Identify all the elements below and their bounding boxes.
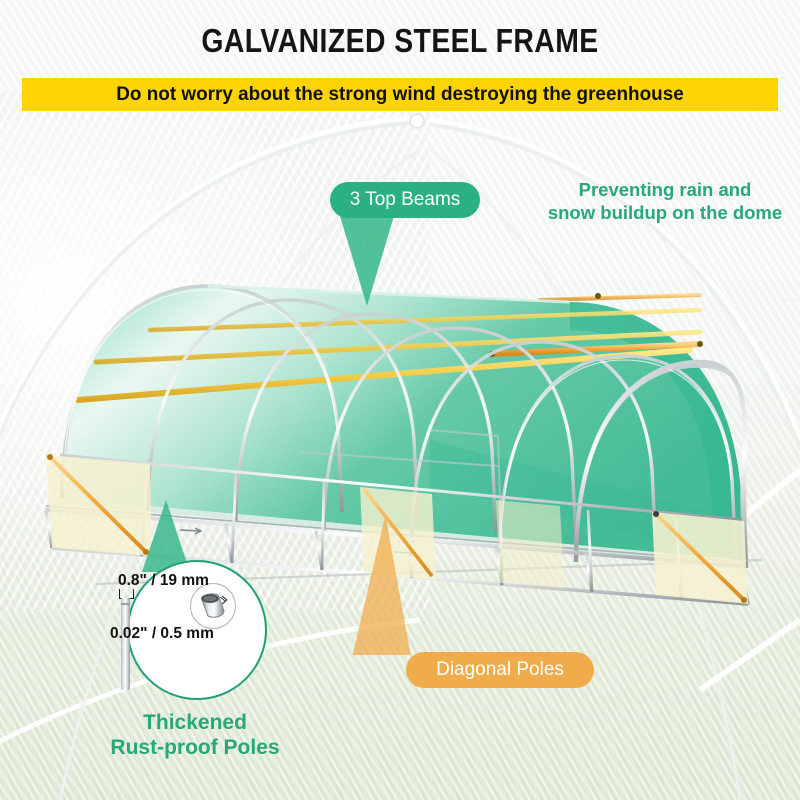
top-beams-pointer-cone [340, 216, 394, 306]
callout-diagonal-poles[interactable]: Diagonal Poles [406, 652, 594, 688]
callout-diagonal-poles-label: Diagonal Poles [436, 659, 564, 680]
tube-icon [201, 593, 228, 618]
callout-top-beams-label: 3 Top Beams [349, 189, 461, 210]
subtitle-text: Do not worry about the strong wind destr… [116, 83, 684, 105]
callout-top-beams[interactable]: 3 Top Beams [330, 182, 480, 218]
end-hoop [573, 359, 749, 569]
rain-note-line1: Preventing rain and [578, 179, 752, 200]
subtitle-banner: Do not worry about the strong wind destr… [22, 78, 778, 111]
pole-thickness-label: 0.02" / 0.5 mm [110, 625, 214, 642]
diagonal-brace-panels [46, 454, 748, 604]
page-title: GALVANIZED STEEL FRAME [201, 22, 599, 59]
pole-detail-pointer-cone [142, 500, 190, 572]
tube-cross-section-inset [190, 583, 236, 629]
caption-line1: Thickened [143, 711, 247, 734]
pole-rod-illustration [121, 598, 130, 690]
rain-note-line2: snow buildup on the dome [547, 202, 783, 223]
caption-line2: Rust-proof Poles [110, 736, 280, 759]
pole-diameter-label: 0.8" / 19 mm [118, 572, 209, 589]
rain-snow-note: Preventing rain and snow buildup on the … [540, 178, 790, 224]
pole-detail-caption: Thickened Rust-proof Poles [60, 710, 330, 760]
